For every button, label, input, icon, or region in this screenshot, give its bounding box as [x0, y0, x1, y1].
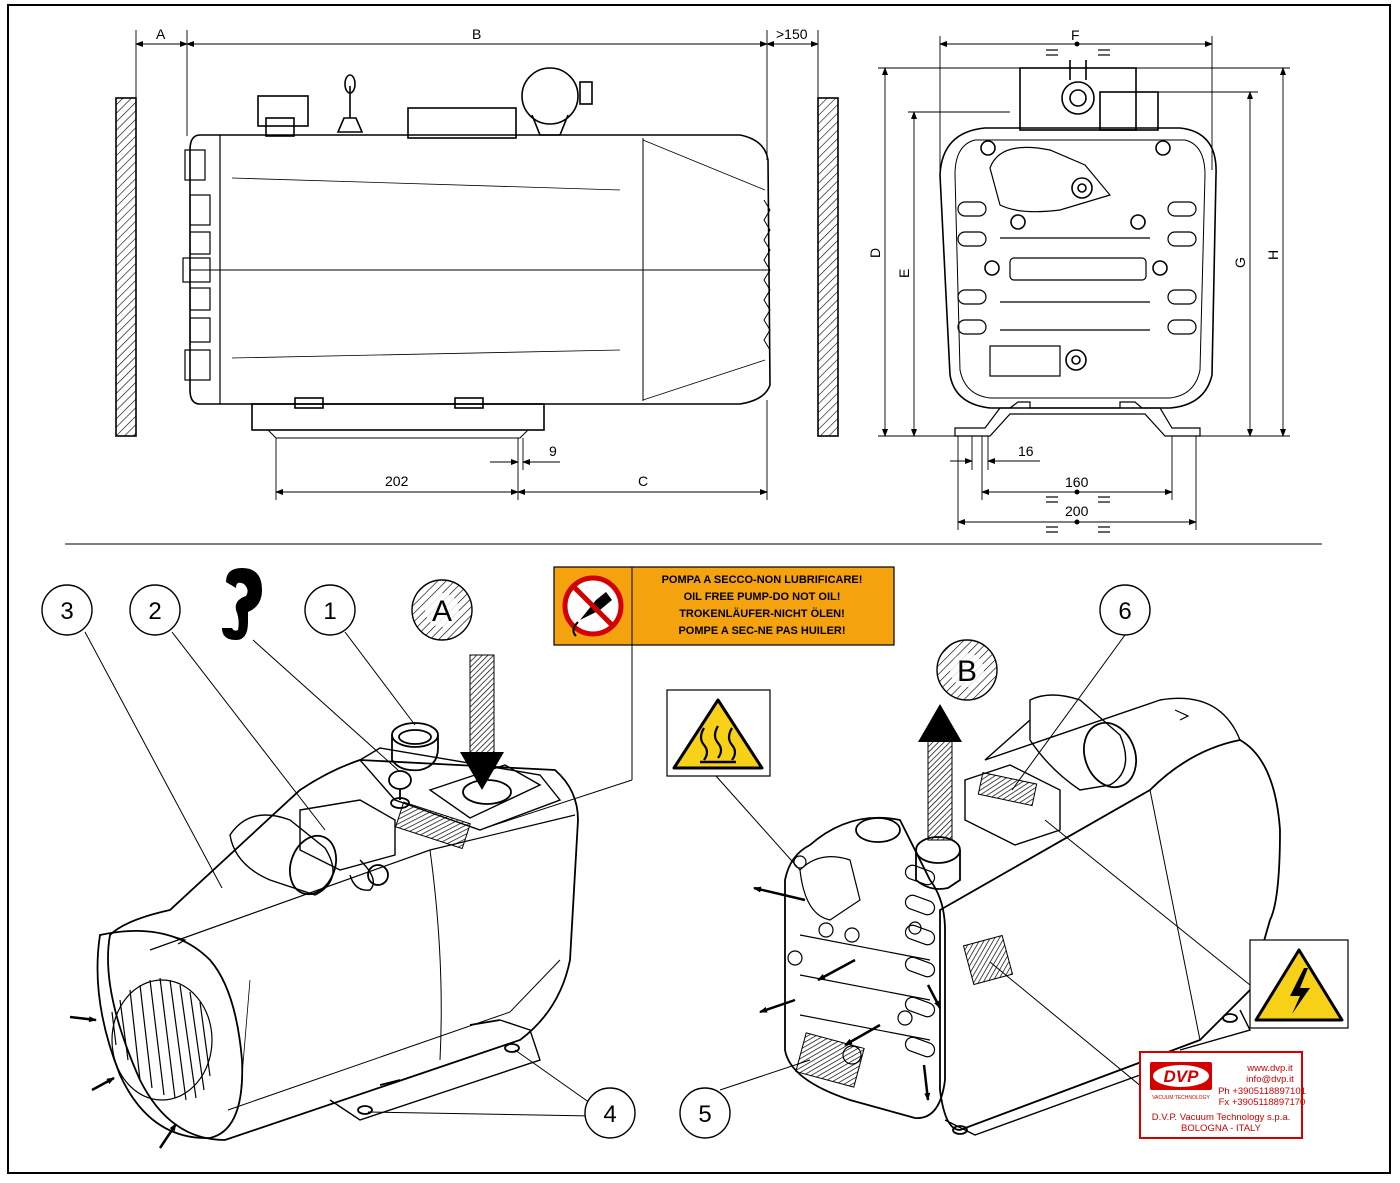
warning-line-3: TROKENLÄUFER-NICHT ÖLEN!	[679, 607, 845, 620]
side-view	[115, 67, 839, 439]
dim-200-label: 200	[1065, 503, 1089, 519]
right-wall	[817, 97, 839, 437]
oil-free-warning-label: POMPA A SECCO-NON LUBRIFICARE! OIL FREE …	[553, 566, 895, 646]
dvp-city: BOLOGNA - ITALY	[1181, 1123, 1262, 1134]
company-nameplate: DVP VACUUM TECHNOLOGY www.dvp.it info@dv…	[1139, 1051, 1306, 1139]
dvp-logo: DVP	[1164, 1067, 1200, 1086]
airflow-arrows-left	[69, 1015, 178, 1149]
dim-160-label: 160	[1065, 474, 1089, 490]
inlet-arrow-a	[460, 654, 504, 790]
lifting-hook-icon	[222, 568, 262, 640]
leader-lines-left	[84, 631, 633, 1117]
leader-lines-right	[715, 634, 1251, 1093]
dim-202-label: 202	[385, 473, 409, 489]
callout-circles	[41, 584, 1151, 1139]
pump-isometric-right	[784, 694, 1281, 1136]
dim-16-label: 16	[1018, 443, 1034, 459]
dvp-fax: Fx +3905118897170	[1219, 1097, 1306, 1108]
inlet-a-letter: A	[432, 595, 452, 628]
dim-e-label: E	[896, 269, 912, 278]
dim-a-label: A	[156, 26, 166, 42]
dim-h-label: H	[1265, 250, 1281, 260]
end-view	[939, 60, 1217, 437]
callout-5: 5	[698, 1101, 711, 1128]
hot-surface-warning-icon	[666, 689, 771, 777]
callout-4: 4	[603, 1101, 616, 1128]
dvp-company: D.V.P. Vacuum Technology s.p.a.	[1152, 1112, 1291, 1123]
pump-isometric-left	[96, 722, 579, 1141]
dim-9-label: 9	[549, 443, 557, 459]
warning-line-2: OIL FREE PUMP-DO NOT OIL!	[684, 591, 841, 603]
end-view-dimensions	[878, 36, 1290, 533]
no-oiling-icon	[562, 575, 624, 637]
dim-b-label: B	[472, 26, 481, 42]
left-wall	[115, 97, 137, 437]
dvp-web: www.dvp.it	[1246, 1063, 1293, 1074]
outlet-arrow-b	[918, 704, 962, 841]
dim-f-label: F	[1071, 27, 1080, 43]
outlet-b-letter: B	[957, 655, 977, 688]
callout-1: 1	[323, 598, 336, 625]
dvp-logo-sub: VACUUM TECHNOLOGY	[1152, 1095, 1210, 1101]
callout-3: 3	[60, 598, 73, 625]
dvp-email: info@dvp.it	[1246, 1074, 1294, 1085]
callout-6: 6	[1118, 598, 1131, 625]
dvp-phone: Ph +3905118897101	[1218, 1086, 1306, 1097]
warning-line-4: POMPE A SEC-NE PAS HUILER!	[678, 625, 845, 637]
callout-2: 2	[148, 598, 161, 625]
dim-c-label: C	[638, 473, 648, 489]
electric-hazard-warning-icon	[1249, 939, 1349, 1029]
warning-line-1: POMPA A SECCO-NON LUBRIFICARE!	[662, 574, 863, 586]
airflow-arrows-right	[753, 886, 942, 1101]
side-view-dimensions	[135, 30, 819, 500]
dim-d-label: D	[867, 248, 883, 258]
dim-clearance-label: >150	[776, 26, 808, 42]
dim-g-label: G	[1232, 257, 1248, 268]
sheet-border	[7, 4, 1391, 1174]
